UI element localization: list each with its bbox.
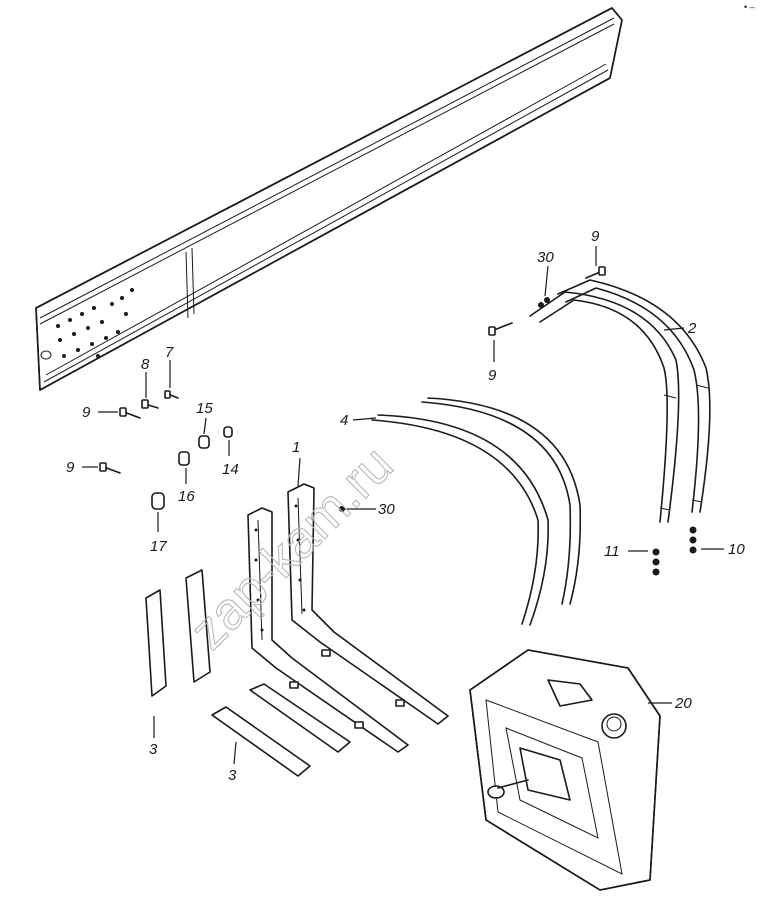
hardware-group bbox=[99, 266, 697, 576]
bushing-17 bbox=[151, 492, 165, 510]
callout-20: 20 bbox=[674, 695, 692, 712]
callout-9-right-upper: 9 bbox=[591, 228, 600, 245]
callout-7: 7 bbox=[165, 344, 174, 361]
callout-9-left-lower: 9 bbox=[66, 459, 75, 476]
frame-side-member bbox=[35, 7, 623, 391]
frame-rivet-holes bbox=[56, 288, 134, 358]
callout-10: 10 bbox=[728, 541, 745, 558]
callout-9-left-upper: 9 bbox=[82, 404, 91, 421]
callout-3-upper: 3 bbox=[149, 741, 158, 758]
bolt-9-left-lower bbox=[99, 462, 121, 474]
callout-15: 15 bbox=[196, 400, 213, 417]
bolt-7 bbox=[164, 390, 179, 399]
rubber-pads-4 bbox=[371, 397, 582, 626]
callout-30-top: 30 bbox=[537, 249, 554, 266]
fuel-tank-20 bbox=[469, 649, 661, 891]
tank-brackets-1 bbox=[247, 483, 449, 753]
corner-mark: • – bbox=[744, 2, 755, 12]
nuts-10 bbox=[689, 526, 697, 554]
callout-8: 8 bbox=[141, 356, 150, 373]
watermark-text: zap-kam.ru bbox=[179, 436, 404, 661]
pads-3 bbox=[145, 569, 351, 777]
nuts-11 bbox=[652, 548, 660, 576]
washer-14 bbox=[223, 426, 233, 438]
bushing-15 bbox=[198, 435, 210, 449]
callout-14: 14 bbox=[222, 461, 239, 478]
bolt-9-strap bbox=[488, 322, 513, 336]
bolt-9-right-upper bbox=[585, 266, 606, 279]
callout-11: 11 bbox=[604, 543, 620, 560]
bolt-8 bbox=[141, 399, 159, 409]
callout-1: 1 bbox=[292, 439, 300, 456]
callout-4: 4 bbox=[340, 412, 348, 429]
callout-16: 16 bbox=[178, 488, 195, 505]
callout-3-lower: 3 bbox=[228, 767, 237, 784]
callout-17: 17 bbox=[150, 538, 167, 555]
callout-labels: 1 2 3 3 4 7 8 9 9 9 9 10 11 14 15 16 17 … bbox=[66, 228, 745, 784]
nut-30-bracket bbox=[339, 506, 345, 512]
bushing-16 bbox=[178, 451, 190, 466]
callout-9-strap: 9 bbox=[488, 367, 497, 384]
bolt-9-left-upper bbox=[119, 407, 141, 419]
callout-30-bracket: 30 bbox=[378, 501, 395, 518]
leader-lines bbox=[82, 246, 724, 765]
callout-2: 2 bbox=[687, 320, 697, 337]
tank-straps-2 bbox=[529, 279, 711, 523]
